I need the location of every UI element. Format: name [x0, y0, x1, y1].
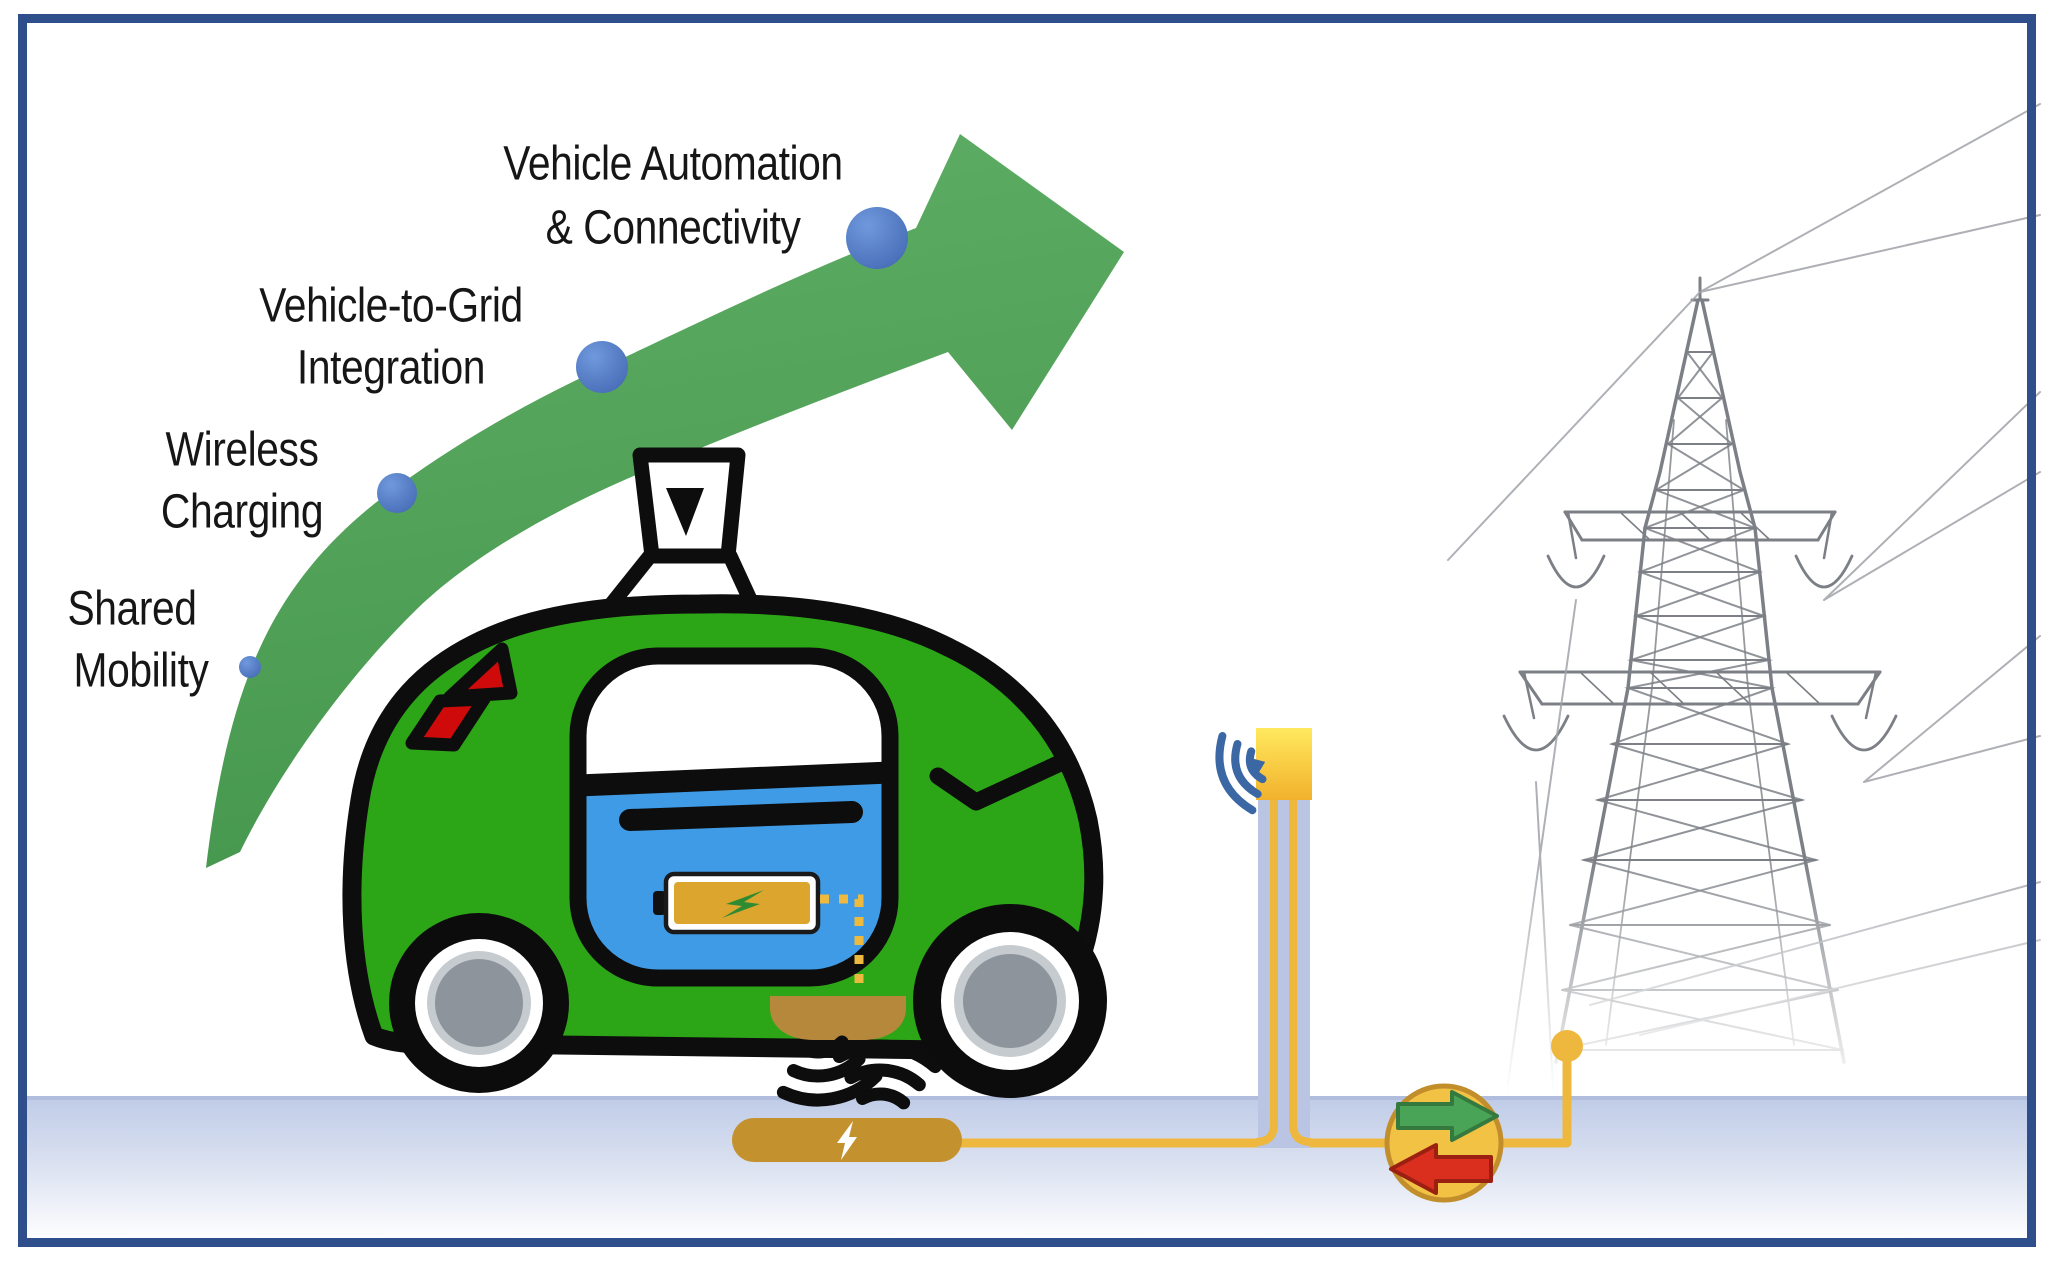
flow-arrow-right [1396, 1090, 1499, 1142]
charging-infrastructure [732, 728, 1583, 1203]
diagram-frame [18, 14, 2036, 1247]
transmission-tower-icon [1447, 103, 2041, 1141]
label-v2g-line2: Integration [296, 341, 486, 395]
milestone-dot [576, 341, 628, 393]
label-v2g-line1: Vehicle-to-Grid [259, 279, 523, 333]
label-wireless-charging-line1: Wireless [165, 423, 319, 477]
battery-icon [653, 871, 821, 935]
battery-link-dashed [820, 894, 864, 992]
front-wheel [913, 904, 1107, 1098]
power-lines [1447, 103, 2041, 1141]
label-shared-mobility-line1: Shared [67, 582, 197, 636]
charging-station-post [1255, 728, 1312, 1148]
milestone-dot [377, 473, 417, 513]
grid-connection-dot [1551, 1030, 1583, 1062]
power-cable [958, 1052, 1572, 1148]
flow-arrow-left [1389, 1143, 1493, 1195]
charging-pad-receiver-icon [770, 996, 906, 1040]
label-automation-line2: & Connectivity [545, 201, 801, 255]
wireless-waves-icon [776, 1035, 942, 1110]
self-driving-car [342, 447, 1107, 1110]
lightning-bolt-icon [837, 1121, 857, 1160]
door-handle [619, 801, 863, 831]
station-head-box [1256, 728, 1312, 800]
front-marker [929, 755, 1067, 811]
milestone-dot [239, 656, 261, 678]
wifi-signal-icon [1215, 732, 1267, 815]
ground-strip [27, 1096, 2030, 1242]
lightning-bolt-icon [722, 890, 764, 918]
lidar-sensor-icon [602, 447, 761, 614]
ground-charging-pad-icon [732, 1118, 962, 1162]
rear-wheel [389, 913, 569, 1093]
label-automation-line1: Vehicle Automation [503, 137, 843, 191]
bidirectional-arrows-icon [1384, 1083, 1504, 1203]
milestone-dot [846, 207, 908, 269]
label-wireless-charging-line2: Charging [160, 485, 324, 539]
label-shared-mobility-line2: Mobility [73, 644, 209, 698]
growth-arrow [206, 134, 1124, 868]
car-window-door [569, 647, 899, 987]
taillight-icon [405, 642, 518, 752]
